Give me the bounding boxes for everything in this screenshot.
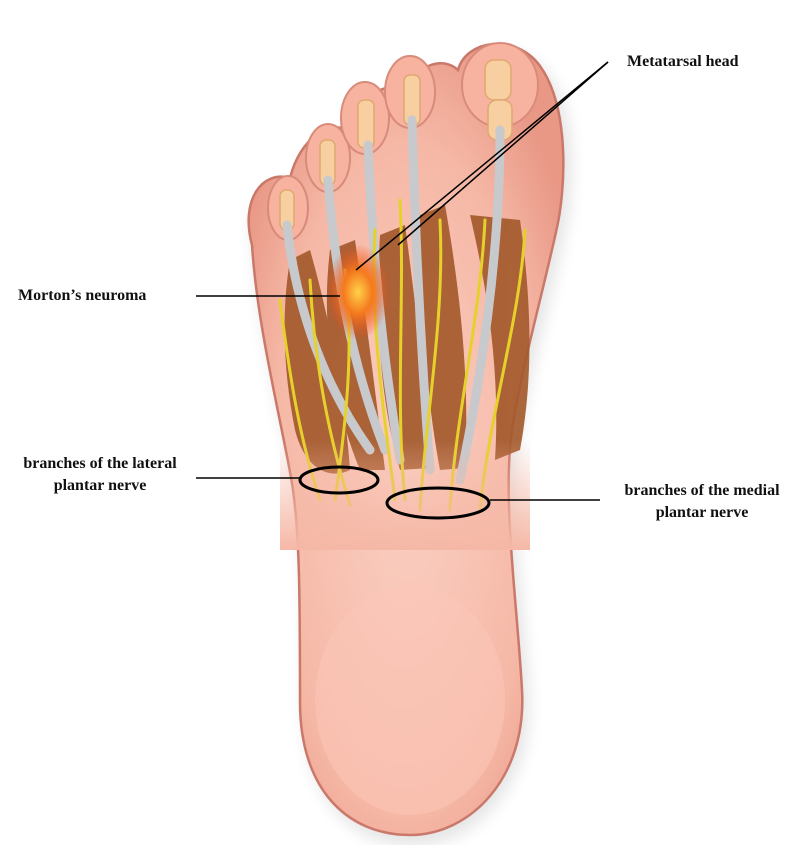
tendon-1	[455, 125, 505, 485]
lateral-label-line-2: plantar nerve	[53, 477, 147, 494]
midfoot-fade	[280, 440, 530, 550]
muscle-medial	[470, 215, 530, 460]
medial-label-line-2: plantar nerve	[655, 504, 749, 521]
mortons-neuroma-label: Morton’s neuroma	[18, 287, 147, 304]
bone-toe-1a	[484, 59, 512, 101]
toe-bones	[279, 59, 513, 231]
heel-pad	[315, 585, 505, 815]
metatarsal-head-label: Metatarsal head	[627, 53, 739, 70]
muscle-central-3	[420, 205, 467, 470]
lateral-branches-circle	[298, 465, 380, 495]
medial-plantar-nerve-label: branches of the medial plantar nerve	[607, 480, 797, 524]
bone-toe-3	[357, 99, 375, 149]
pointer-metatarsal-a	[355, 61, 609, 271]
mortons-neuroma-lesion	[326, 244, 390, 340]
pointer-metatarsal-b	[397, 61, 609, 246]
lateral-label-line-1: branches of the lateral	[23, 455, 177, 472]
tendon-5	[282, 220, 375, 455]
medial-label-line-1: branches of the medial	[624, 482, 780, 499]
tendon-2	[407, 115, 435, 475]
medial-branches-circle	[385, 486, 491, 520]
label-pointers	[196, 61, 609, 501]
lateral-plantar-nerve-label: branches of the lateral plantar nerve	[2, 453, 198, 497]
